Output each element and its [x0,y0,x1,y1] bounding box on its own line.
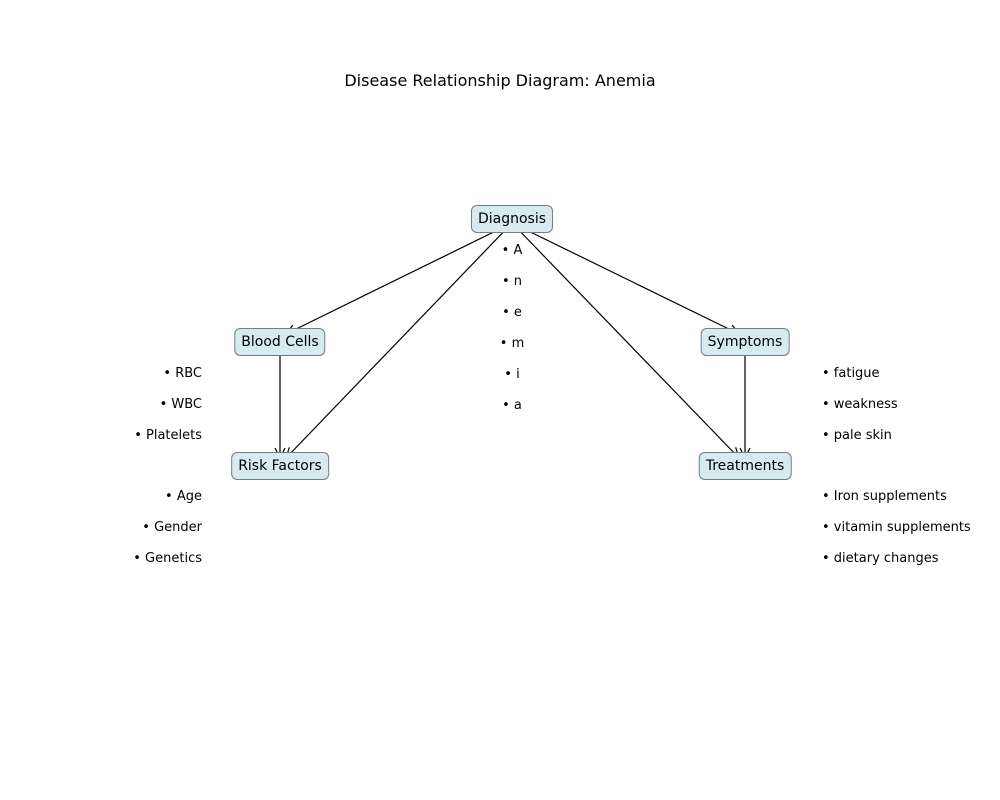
node-diagnosis: Diagnosis [470,205,554,233]
node-blood-cells: Blood Cells [234,328,326,356]
symptoms-list: • fatigue • weakness • pale skin [822,366,898,459]
risk-factors-list: • Age • Gender • Genetics [133,489,202,582]
list-item: • RBC [163,366,202,381]
diagram-title: Disease Relationship Diagram: Anemia [344,71,656,90]
list-item: • Platelets [134,428,202,443]
edge-diagnosis-to-treatments [511,222,739,458]
node-risk-factors: Risk Factors [231,452,329,480]
edge-diagnosis-to-symptoms [511,222,739,334]
list-item: • Gender [142,520,202,535]
node-symptoms: Symptoms [700,328,790,356]
list-item: • a [502,398,522,413]
edge-diagnosis-to-blood_cells [286,222,513,334]
list-item: • Iron supplements [822,489,947,504]
list-item: • vitamin supplements [822,520,971,535]
list-item: • Age [165,489,202,504]
list-item: • n [501,274,523,289]
list-item: • Genetics [133,551,202,566]
list-item: • i [504,367,520,382]
list-item: • weakness [822,397,898,412]
list-item: • e [502,305,522,320]
node-treatments: Treatments [698,452,792,480]
edge-diagnosis-to-risk_factors [286,222,513,458]
list-item: • A [501,243,523,258]
list-item: • WBC [159,397,202,412]
list-item: • fatigue [822,366,880,381]
blood-cells-list: • RBC • WBC • Platelets [134,366,202,459]
treatments-list: • Iron supplements • vitamin supplements… [822,489,971,582]
list-item: • dietary changes [822,551,939,566]
diagnosis-list: • A • n • e • m • i • a [500,243,524,429]
list-item: • pale skin [822,428,892,443]
list-item: • m [499,336,525,351]
